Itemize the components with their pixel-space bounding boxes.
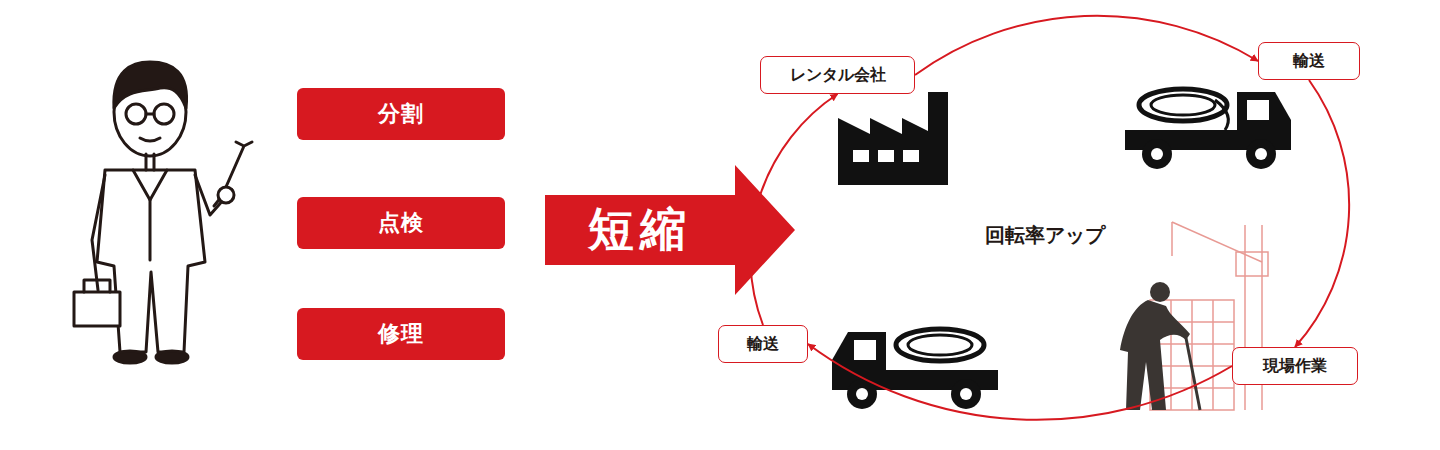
truck-icon bbox=[832, 329, 998, 409]
process-box: 分割 bbox=[297, 88, 505, 140]
process-box: 修理 bbox=[297, 308, 505, 360]
stage-tag: 輸送 bbox=[718, 325, 808, 363]
node-text: 短縮 bbox=[588, 199, 692, 261]
node-text: 輸送 bbox=[1293, 51, 1325, 72]
node-text: 分割 bbox=[378, 99, 424, 129]
stage-tag: 輸送 bbox=[1258, 42, 1360, 80]
cycle-arrow bbox=[915, 16, 1258, 75]
stage-tag: 現場作業 bbox=[1232, 347, 1358, 385]
worker-silhouette bbox=[1120, 282, 1200, 410]
cycle-arrow bbox=[1295, 80, 1349, 347]
truck-icon bbox=[1125, 89, 1291, 169]
stage-tag: レンタル会社 bbox=[760, 56, 915, 94]
node-text: 修理 bbox=[378, 319, 424, 349]
cycle-arrow bbox=[808, 344, 1232, 420]
center-label: 回転率アップ bbox=[985, 222, 1105, 249]
mechanic-illustration bbox=[74, 62, 252, 363]
node-text: レンタル会社 bbox=[790, 65, 886, 86]
block-arrow: 短縮 bbox=[545, 165, 795, 295]
node-text: 輸送 bbox=[747, 334, 779, 355]
process-box: 点検 bbox=[297, 197, 505, 249]
factory-icon bbox=[838, 92, 948, 185]
node-text: 点検 bbox=[378, 208, 424, 238]
node-text: 現場作業 bbox=[1263, 356, 1327, 377]
